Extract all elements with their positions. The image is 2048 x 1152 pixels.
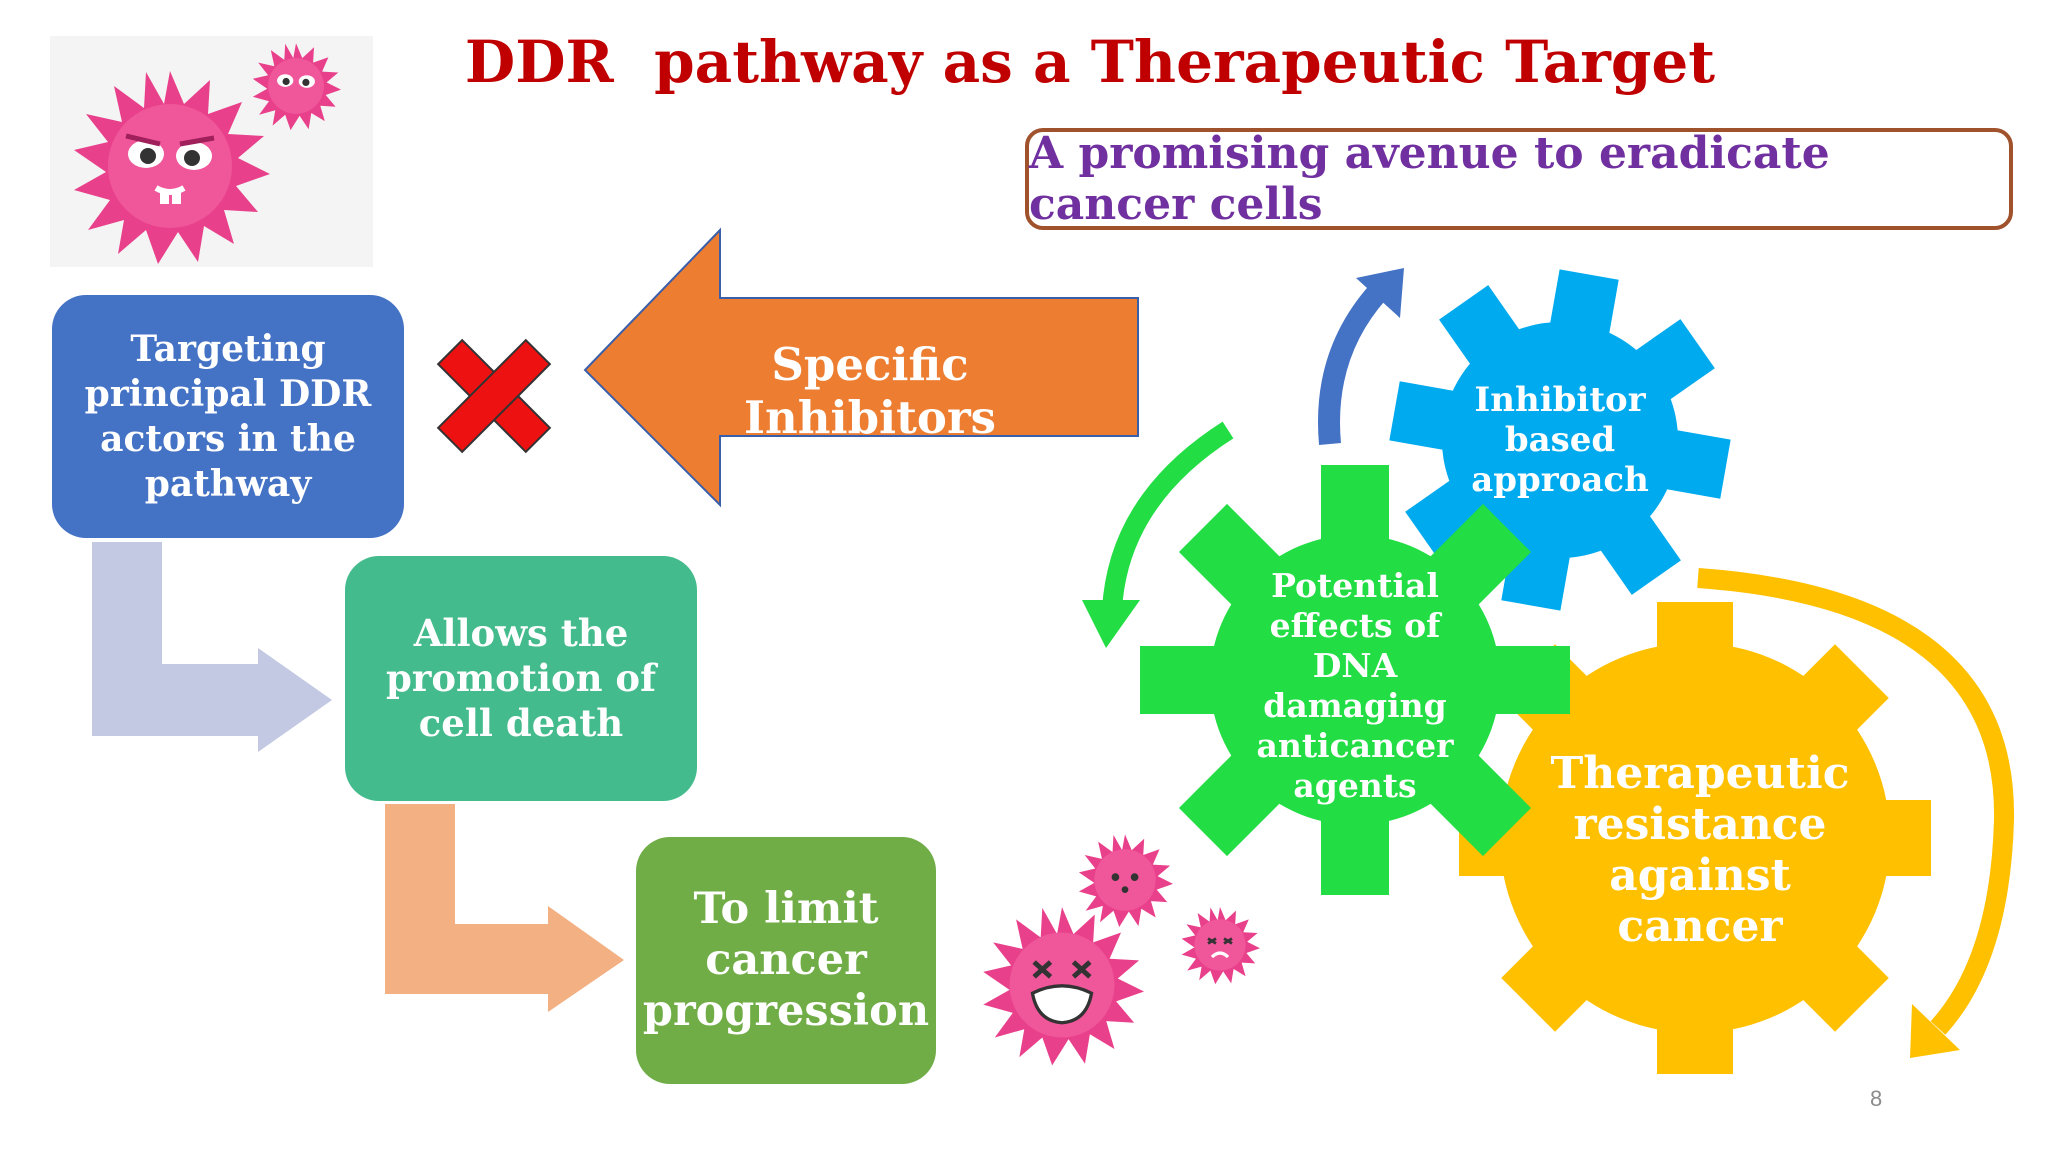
green-curved-arrow xyxy=(1102,421,1234,611)
green-gear-icon xyxy=(1140,465,1570,895)
virus-illustration-icon xyxy=(50,36,373,267)
step-promotion-cell-death: Allows the promotion of cell death xyxy=(345,556,697,801)
red-cross-icon xyxy=(436,338,552,454)
slide-title: DDR pathway as a Therapeutic Target xyxy=(464,28,1716,96)
dead-virus-cluster-icon xyxy=(983,834,1260,1066)
step-targeting-ddr-actors: Targeting principal DDR actors in the pa… xyxy=(52,295,404,538)
subtitle-box: A promising avenue to eradicate cancer c… xyxy=(1025,128,2013,230)
step-limit-cancer-progression: To limit cancer progression xyxy=(636,837,936,1084)
bent-arrow-2 xyxy=(385,804,624,1012)
gear-blue-label: Inhibitor based approach xyxy=(1471,380,1649,500)
inhibitor-arrow xyxy=(583,227,1139,508)
slide-number: 8 xyxy=(1870,1086,1883,1111)
blue-curved-arrow xyxy=(1318,284,1387,445)
yellow-curved-arrow xyxy=(1697,568,2015,1035)
blue-gear-icon xyxy=(1389,269,1731,611)
gear-green-label: Potential effects of DNA damaging antica… xyxy=(1256,566,1454,805)
gear-yellow-label: Therapeutic resistance against cancer xyxy=(1550,748,1850,952)
inhibitor-arrow-label: Specific Inhibitors xyxy=(744,338,996,444)
bent-arrow-1 xyxy=(92,542,332,752)
